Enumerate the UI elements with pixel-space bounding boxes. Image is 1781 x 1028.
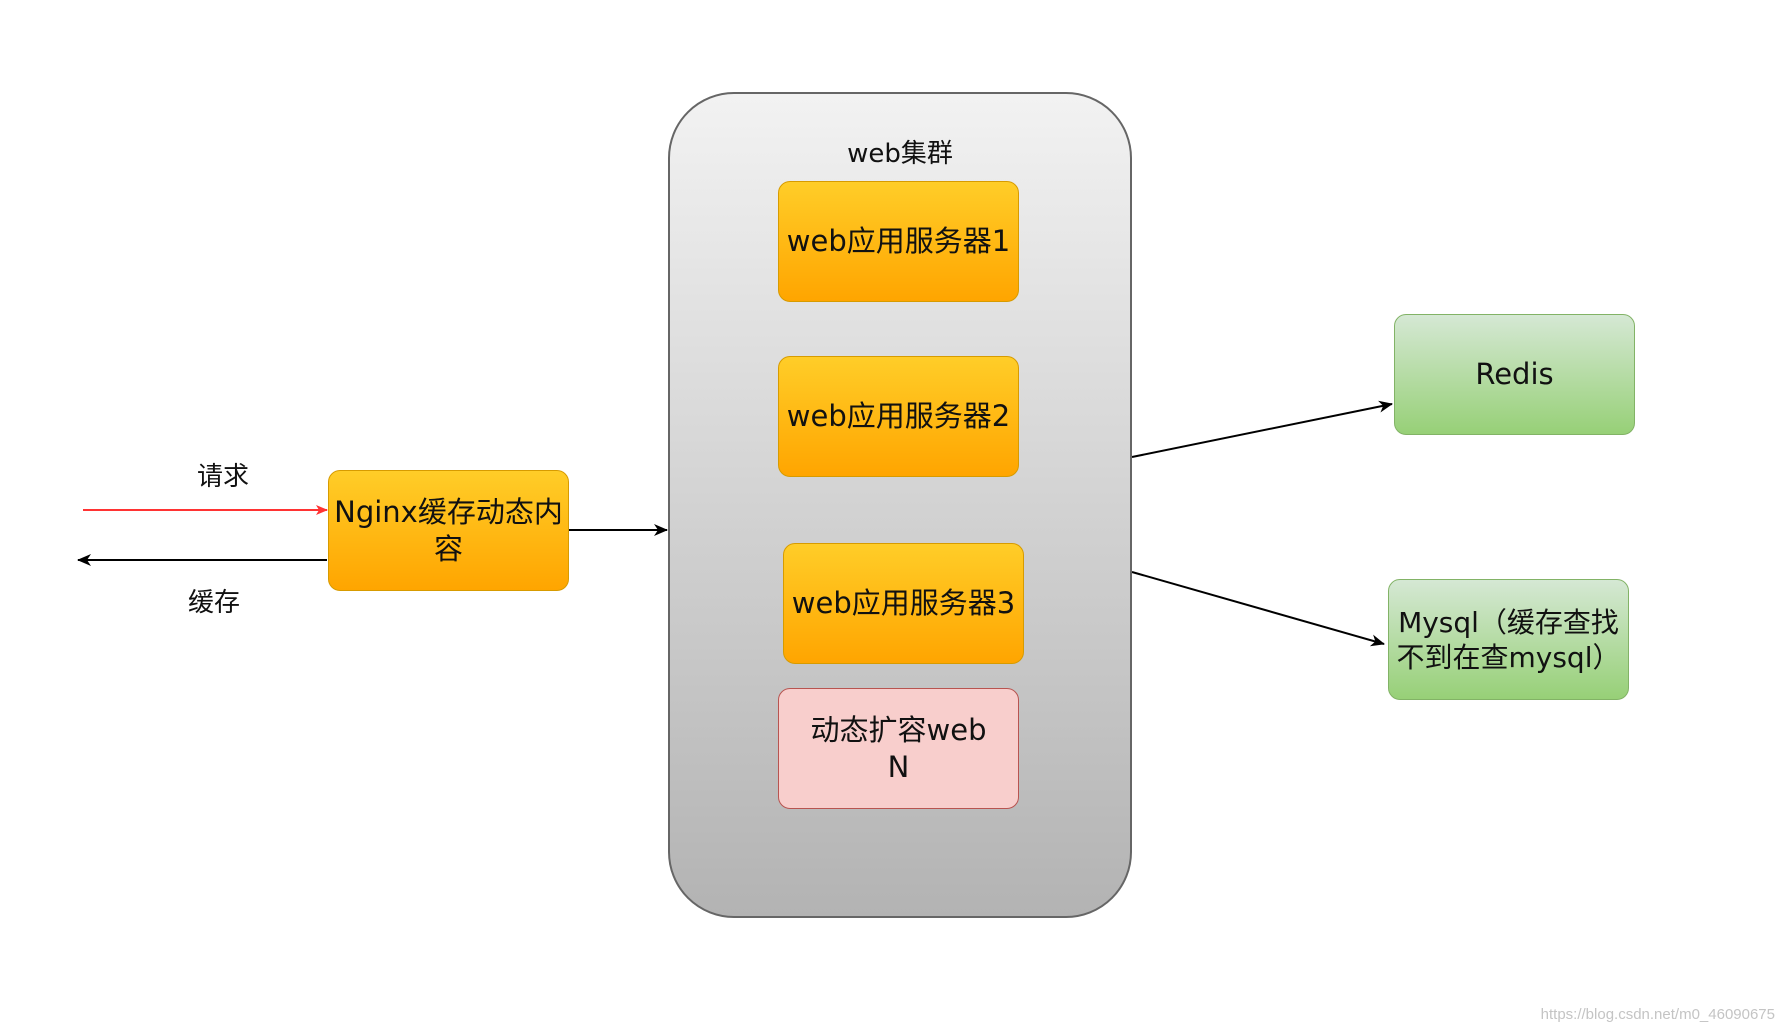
cluster-to-mysql-arrow [1131,571,1385,647]
web-server-n-label-line1: 动态扩容web [810,713,987,748]
nginx-label-line2: 容 [433,531,463,566]
web-server-1: web应用服务器1 [778,181,1019,302]
web-server-1-label: web应用服务器1 [786,224,1011,259]
web-server-n-label-line2: N [887,749,910,784]
web-server-2: web应用服务器2 [778,356,1019,477]
nginx-node: Nginx缓存动态内 容 [328,470,569,591]
request-label: 请求 [197,462,250,492]
mysql-label-line1: Mysql（缓存查找 [1398,605,1619,639]
mysql-node: Mysql（缓存查找 不到在查mysql） [1388,579,1629,700]
web-server-3: web应用服务器3 [783,543,1024,664]
web-server-2-label: web应用服务器2 [786,399,1011,434]
cache-label: 缓存 [188,588,241,618]
nginx-label-line1: Nginx缓存动态内 [334,495,563,530]
mysql-label-line2: 不到在查mysql） [1396,640,1621,674]
redis-label: Redis [1475,357,1554,392]
web-server-3-label: web应用服务器3 [791,586,1016,621]
watermark-text: https://blog.csdn.net/m0_46090675 [1540,1006,1775,1023]
redis-node: Redis [1394,314,1635,435]
cluster-to-redis-arrow [1131,400,1393,458]
web-server-n-dynamic: 动态扩容web N [778,688,1019,809]
web-cluster-title: web集群 [847,139,953,169]
